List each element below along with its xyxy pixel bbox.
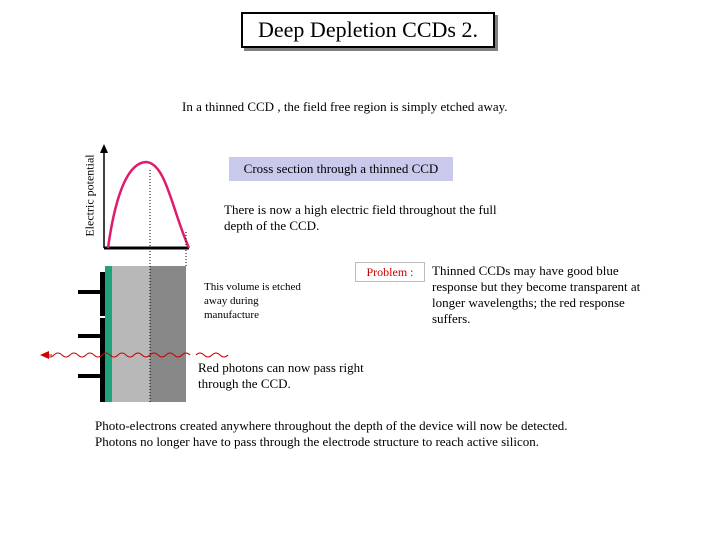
cross-section-label: Cross section through a thinned CCD: [229, 157, 453, 181]
electrode-contact-3: [78, 374, 100, 378]
field-text: There is now a high electric field throu…: [224, 202, 497, 233]
problem-text: Thinned CCDs may have good blue response…: [432, 263, 641, 326]
electrode-contact-1: [78, 290, 100, 294]
bottom-line-2: Photons no longer have to pass through t…: [95, 434, 540, 449]
intro-text: In a thinned CCD , the field free region…: [182, 99, 508, 114]
photon-path: [45, 352, 229, 358]
electrode-1: [100, 272, 105, 316]
silicon-dark-layer: [150, 266, 186, 402]
electrode-2: [100, 318, 105, 362]
etched-label: This volume is etched away during manufa…: [198, 266, 308, 326]
y-axis-arrow: [100, 144, 108, 153]
electrode-contact-2: [78, 334, 100, 338]
electrode-3: [100, 362, 105, 402]
bottom-line-1: Photo-electrons created anywhere through…: [95, 418, 568, 433]
slide-title: Deep Depletion CCDs 2.: [241, 12, 495, 48]
silicon-light-layer: [112, 266, 150, 402]
problem-label: Problem :: [355, 262, 425, 282]
oxide-layer: [105, 266, 112, 402]
bottom-text: Photo-electrons created anywhere through…: [95, 418, 695, 450]
potential-curve: [106, 160, 191, 249]
photon-arrow-head: [40, 351, 49, 359]
photons-label: Red photons can now pass right through t…: [196, 358, 370, 394]
